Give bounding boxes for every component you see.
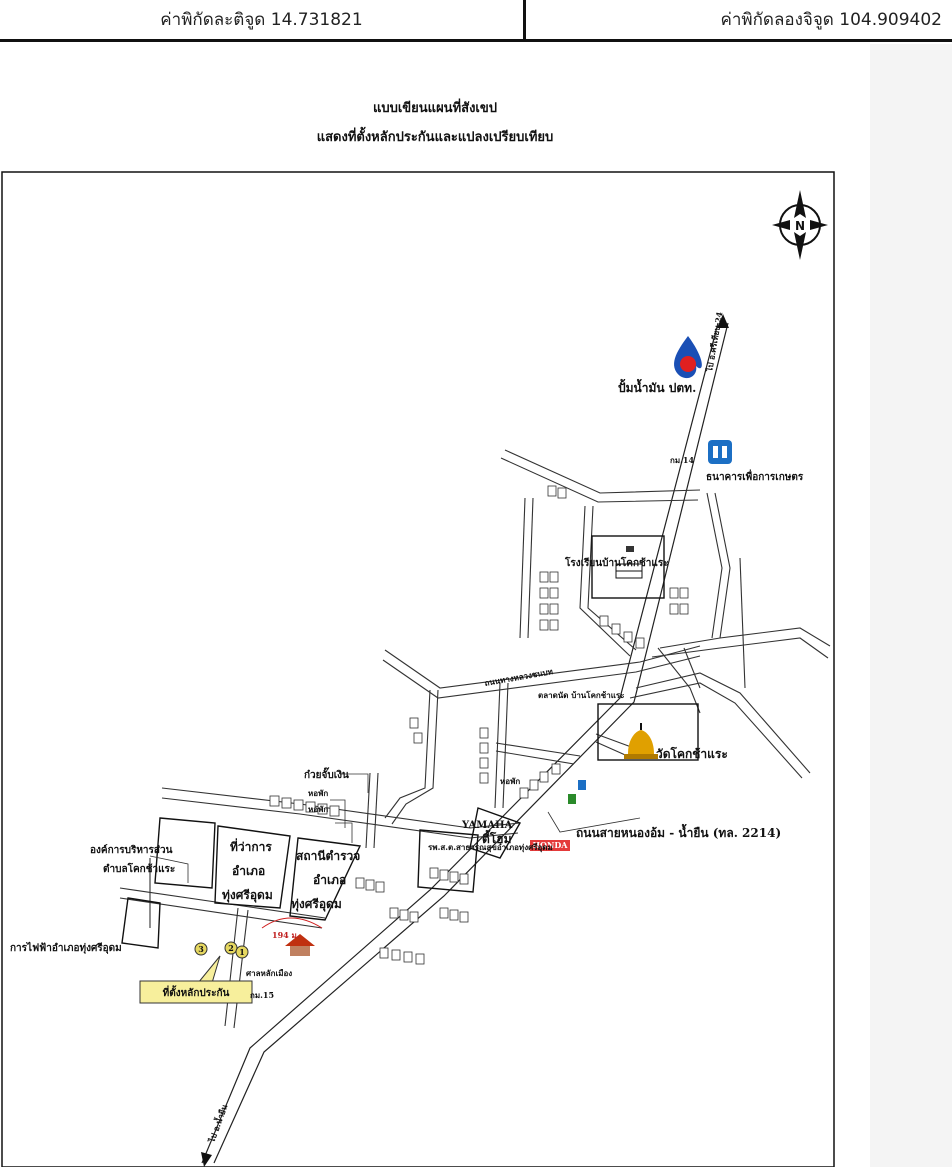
sketch-map: N HONDA 3 2 1 — [1, 171, 835, 1167]
shrine-label: ศาลหลักเมือง — [246, 968, 292, 978]
collateral-pointer — [196, 955, 221, 984]
land-plots — [121, 535, 699, 949]
sao-label-2: ตำบลโคกช้าแระ — [103, 862, 175, 875]
market-label: ตลาดนัด บ้านโคกช้าแระ — [538, 690, 624, 700]
latitude-text: ค่าพิกัดละติจูด 14.731821 — [160, 10, 363, 30]
longitude-text: ค่าพิกัดลองจิจูด 104.909402 — [720, 10, 943, 30]
marker-3: 3 — [198, 944, 204, 954]
district-label-2: อำเภอ — [232, 864, 265, 878]
map-title: แบบเขียนแผนที่สังเขป — [372, 101, 498, 116]
electricity-label: การไฟฟ้าอำเภอทุ่งศรีอุดม — [10, 941, 122, 954]
secondary-roads — [119, 449, 831, 1029]
road-south-label: ไป อ.น้ำยืน — [205, 1102, 229, 1144]
collateral-label: ที่ตั้งหลักประกัน — [163, 985, 230, 999]
health-center-label: รพ.ส.ต.สาธารณสุขอำเภอทุ่งศรีอุดม — [428, 842, 553, 853]
honda-badge — [530, 840, 570, 851]
coordinate-header: ค่าพิกัดละติจูด 14.731821 ค่าพิกัดลองจิจ… — [0, 0, 952, 42]
main-highway — [201, 322, 729, 1164]
police-label-1: สถานีตำรวจ — [296, 849, 360, 863]
map-subtitle: แสดงที่ตั้งหลักประกันและแปลงเปรียบเทียบ — [316, 130, 554, 145]
south-arrow-head — [201, 1152, 212, 1167]
map-frame — [1, 171, 835, 1167]
dorm-label-2: หอพัก — [308, 804, 328, 814]
temple-label: วัดโคกช้าแระ — [656, 746, 728, 761]
distance-arc — [261, 917, 323, 929]
compass-letter: N — [795, 219, 805, 233]
atm-icon — [578, 780, 586, 790]
house-rows — [269, 485, 689, 965]
page-edge-shade — [870, 44, 952, 1167]
north-arrow-head — [717, 314, 729, 328]
school-label: โรงเรียนบ้านโคกช้าแระ — [564, 556, 669, 569]
shrine-icon — [285, 934, 315, 956]
ptt-logo-icon — [674, 336, 702, 379]
collateral-box — [139, 980, 253, 1004]
marker-2: 2 — [228, 943, 234, 953]
district-label-1: ที่ว่าการ — [230, 838, 272, 854]
sao-label-1: องค์การบริหารส่วน — [90, 844, 173, 856]
km14-label: กม.14 — [670, 455, 694, 465]
police-label-3: ทุ่งศรีอุดม — [291, 897, 342, 912]
label-arrows — [149, 773, 641, 883]
km15-label: กม.15 — [250, 990, 274, 1000]
ptt-station-label: ปั้มน้ำมัน ปตท. — [618, 378, 696, 395]
latitude-cell: ค่าพิกัดละติจูด 14.731821 — [0, 0, 526, 39]
dorm-label-1: หอพัก — [308, 788, 328, 798]
seven-eleven-icon — [568, 794, 576, 804]
school-icon — [615, 546, 643, 579]
comparison-markers: 3 2 1 — [194, 941, 249, 959]
district-label-3: ทุ่งศรีอุดม — [222, 888, 273, 903]
kuay-tiew-label: ก๋วยจั๊บเงิน — [304, 767, 349, 781]
police-label-2: อำเภอ — [313, 873, 346, 887]
road-north-label: ไป อ.ศรีเทียบ 24 — [704, 311, 725, 374]
tesco-label: ตี้โฮม — [482, 829, 511, 846]
yamaha-label: YAMAHA — [461, 820, 513, 831]
agri-bank-icon — [708, 440, 732, 464]
distance-label: 194 ม. — [272, 930, 300, 940]
compass-rose: N — [772, 190, 828, 260]
temple-icon — [624, 723, 658, 759]
main-road-label: ถนนสายหนองอ้ม - น้ำยืน (ทล. 2214) — [576, 823, 781, 840]
marker-1: 1 — [239, 947, 245, 957]
map-labels: ปั้มน้ำมัน ปตท. ไป อ.ศรีเทียบ 24 กม.14 ธ… — [10, 311, 804, 1145]
agri-bank-label: ธนาคารเพื่อการเกษตร — [706, 469, 804, 483]
honda-label: HONDA — [533, 840, 569, 850]
longitude-cell: ค่าพิกัดลองจิจูด 104.909402 — [529, 0, 952, 39]
dorm-label-3: หอพัก — [500, 776, 520, 786]
